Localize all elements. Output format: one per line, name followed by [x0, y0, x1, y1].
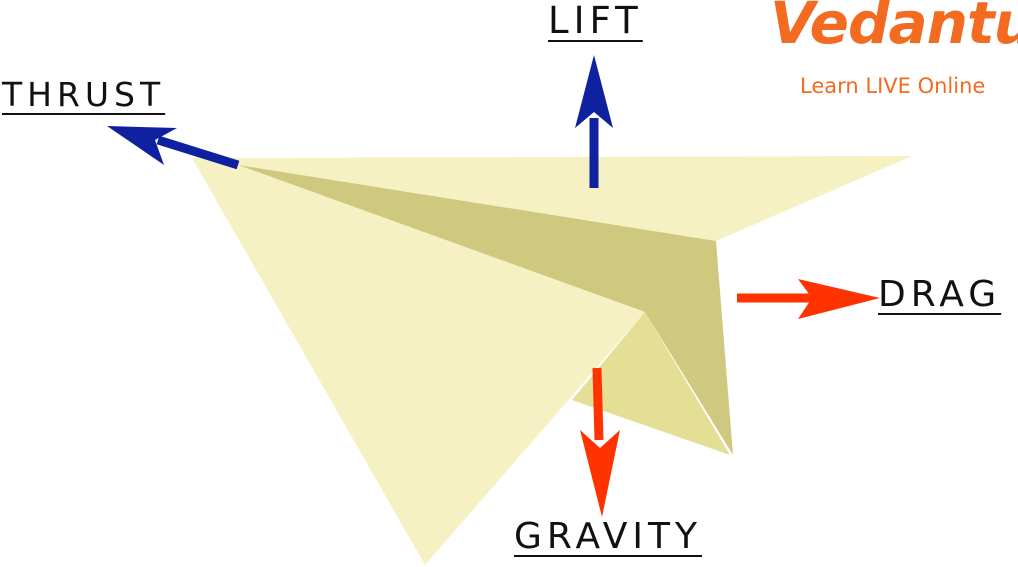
vedantu-logo: Vedantu Learn LIVE Online: [768, 0, 1018, 104]
airplane-top-wing: [192, 156, 912, 241]
paper-airplane: [192, 156, 912, 565]
airplane-front-wing: [192, 158, 645, 565]
drag-label: DRAG: [878, 274, 1002, 315]
drag-arrow: [737, 279, 880, 319]
airplane-underside: [572, 312, 730, 455]
brand-name: Vedantu: [770, 0, 1018, 57]
thrust-label: THRUST: [2, 75, 166, 114]
brand-tagline: Learn LIVE Online: [800, 74, 986, 98]
airplane-fold: [238, 165, 733, 455]
thrust-arrow: [107, 126, 240, 170]
lift-label: LIFT: [548, 0, 643, 42]
lift-arrow: [575, 55, 613, 188]
gravity-arrow: [580, 367, 620, 517]
gravity-label: GRAVITY: [514, 516, 702, 557]
